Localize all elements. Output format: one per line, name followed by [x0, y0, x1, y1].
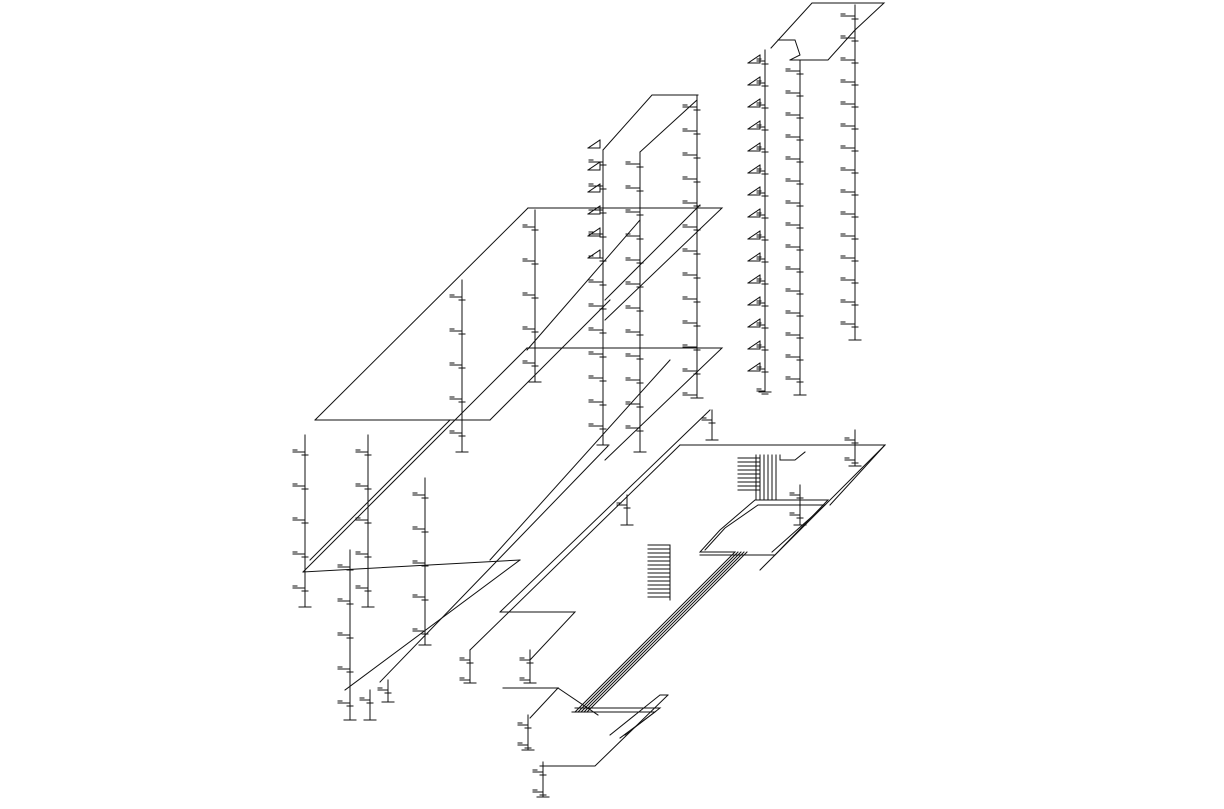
bottom-frame-1 [502, 687, 560, 719]
second-floor-diag [302, 347, 528, 573]
pipe-bundle-1 [574, 499, 830, 713]
second-floor-diag-2 [489, 359, 671, 561]
lower-left-diag-3 [379, 445, 609, 683]
mid-tower-top-frame [602, 94, 699, 151]
tower-a-basins-tri-a [747, 142, 761, 152]
lower-left-diag [344, 559, 521, 691]
pipe-bundle-4 [583, 551, 745, 713]
right-plan-frame [679, 444, 887, 506]
center-diag-2 [469, 444, 681, 651]
tower-a-basins-tri-a [747, 76, 761, 86]
tower-a-basins-tri-a [747, 230, 761, 240]
static-lines [302, 2, 887, 767]
tower-b-basins-tri-a [587, 249, 601, 259]
tower-b-basins-tri-a [587, 183, 601, 193]
tower-a-basins-tri-a [747, 164, 761, 174]
left-block-diag-4 [604, 204, 701, 301]
tower-a-basins-tri-a [747, 274, 761, 284]
riser-stacks [292, 4, 862, 798]
tower-b-basins-tri-a [587, 161, 601, 171]
mid-tower-roof-diag [639, 99, 698, 153]
pipe-bundle-9 [704, 504, 827, 553]
tower-a-basins-tri-a [747, 54, 761, 64]
bottom-frame-2 [539, 694, 669, 767]
bottom-frame-3 [557, 687, 599, 716]
left-block-diag-3 [526, 219, 641, 351]
hatch-block-2 [737, 451, 806, 501]
pipe-bundle-6 [571, 711, 657, 739]
tower-b-basins-tri-a [587, 227, 601, 237]
tower-a-basins-tri-a [747, 252, 761, 262]
left-block-diag-2 [489, 299, 611, 421]
center-lower-frame [499, 611, 577, 661]
tower-a-basins-tri-a [747, 362, 761, 372]
pipe-bundle-8 [609, 694, 669, 736]
pipe-bundle-2 [577, 551, 739, 713]
tower-a-basins-tri-a [747, 340, 761, 350]
center-long-diag [499, 409, 711, 613]
tower-right-roof-outline [789, 29, 856, 61]
pipe-bundle-5 [586, 551, 748, 713]
hatch-block-1 [647, 544, 671, 601]
heavy-pipe-bundle [571, 499, 830, 739]
second-floor-frame [526, 347, 724, 461]
left-block-diag-1 [314, 207, 529, 421]
tower-b-basins-tri-a [587, 205, 601, 215]
tower-a-basins-tri-a [747, 98, 761, 108]
tower-a-basins-tri-a [747, 120, 761, 130]
left-block-frame-top [527, 207, 724, 321]
tower-a-basins-tri-a [747, 208, 761, 218]
second-floor-edge [302, 559, 521, 573]
tower-b-basins-tri-a [587, 139, 601, 149]
pipe-bundle-3 [580, 551, 742, 713]
tower-a-basins-tri-a [747, 186, 761, 196]
lower-left-diag-2 [309, 419, 451, 561]
pipe-bundle-7 [574, 707, 662, 736]
tower-right-top-outline [770, 2, 886, 49]
tower-a-basins-tri-a [747, 318, 761, 328]
tower-right-pipe-bend [777, 39, 801, 61]
tower-a-basins-tri-a [747, 296, 761, 306]
